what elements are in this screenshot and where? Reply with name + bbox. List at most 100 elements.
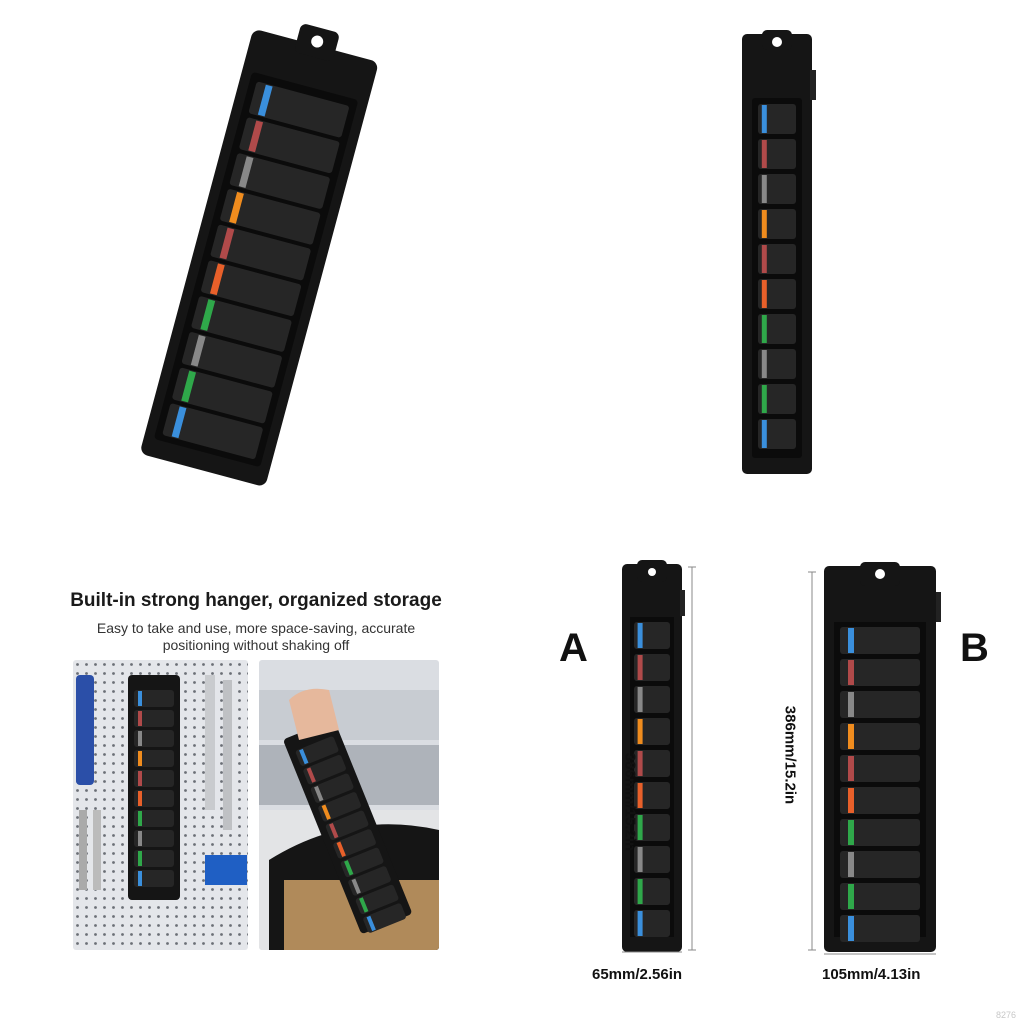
socket bbox=[758, 314, 796, 344]
socket bbox=[840, 819, 920, 846]
variant-b-letter: B bbox=[960, 626, 989, 670]
socket bbox=[634, 750, 670, 777]
socket bbox=[758, 244, 796, 274]
socket bbox=[840, 723, 920, 750]
socket bbox=[840, 691, 920, 718]
panel-upright-holder bbox=[512, 0, 1024, 512]
dimension-lines bbox=[622, 566, 936, 955]
socket-color-ring bbox=[637, 687, 643, 712]
socket bbox=[634, 846, 670, 873]
wrench-handle bbox=[76, 675, 94, 785]
socket-holder-tray bbox=[141, 24, 378, 486]
socket-color-ring bbox=[299, 748, 309, 765]
socket-color-ring bbox=[359, 897, 369, 913]
socket bbox=[840, 659, 920, 686]
socket bbox=[840, 915, 920, 942]
socket-color-ring bbox=[138, 871, 142, 886]
socket bbox=[758, 419, 796, 449]
socket-color-ring bbox=[848, 724, 854, 749]
socket-color-ring bbox=[238, 156, 254, 188]
socket-color-ring bbox=[138, 831, 142, 846]
socket-color-ring bbox=[181, 370, 197, 403]
variant-a-letter: A bbox=[559, 626, 588, 670]
subline: Easy to take and use, more space-saving,… bbox=[96, 620, 416, 636]
variant-b-height-label: 386mm/15.2in bbox=[781, 705, 799, 805]
socket bbox=[162, 403, 263, 459]
socket-color-ring bbox=[637, 815, 643, 840]
socket bbox=[134, 790, 174, 807]
socket-color-ring bbox=[366, 915, 376, 932]
socket-color-ring bbox=[761, 245, 767, 273]
socket-color-ring bbox=[637, 655, 643, 680]
socket-color-ring bbox=[761, 140, 767, 168]
variant-a-height-label: 386mm/15.2in bbox=[621, 752, 639, 852]
socket-color-ring bbox=[761, 280, 767, 308]
socket bbox=[134, 870, 174, 887]
socket-color-ring bbox=[257, 84, 273, 117]
socket-color-ring bbox=[344, 860, 354, 876]
panel-dimensions: A B bbox=[512, 512, 1024, 1024]
socket bbox=[201, 260, 302, 317]
socket bbox=[172, 367, 273, 424]
socket-color-ring bbox=[209, 263, 225, 296]
dimension-drawing bbox=[622, 560, 941, 955]
tilted-holder-illustration bbox=[141, 24, 378, 486]
socket-color-ring bbox=[848, 660, 854, 685]
pegboard-photo bbox=[73, 660, 248, 950]
panel-hanger-storage: Built-in strong hanger, organized storag… bbox=[0, 512, 512, 1024]
socket-color-ring bbox=[848, 692, 854, 717]
socket bbox=[134, 730, 174, 747]
socket-group bbox=[162, 81, 349, 459]
socket bbox=[634, 718, 670, 745]
socket-color-ring bbox=[229, 191, 244, 224]
socket bbox=[758, 104, 796, 134]
socket-color-ring bbox=[138, 691, 142, 706]
socket-color-ring bbox=[637, 719, 643, 744]
socket bbox=[840, 755, 920, 782]
socket bbox=[840, 851, 920, 878]
socket bbox=[840, 787, 920, 814]
socket-color-ring bbox=[848, 788, 854, 813]
socket-color-ring bbox=[219, 227, 235, 260]
headline: Built-in strong hanger, organized storag… bbox=[70, 590, 442, 611]
panel-tilted-holder bbox=[0, 0, 512, 512]
watermark: 8276 bbox=[995, 1010, 1016, 1020]
socket bbox=[758, 384, 796, 414]
socket bbox=[134, 750, 174, 767]
socket bbox=[248, 81, 349, 138]
socket-color-ring bbox=[761, 350, 767, 378]
socket bbox=[210, 224, 311, 281]
socket-color-ring bbox=[848, 884, 854, 909]
socket bbox=[181, 332, 282, 388]
socket bbox=[634, 814, 670, 841]
socket bbox=[191, 296, 292, 352]
socket bbox=[134, 810, 174, 827]
socket bbox=[239, 117, 340, 174]
socket-color-ring bbox=[138, 851, 142, 866]
hand bbox=[289, 688, 339, 740]
socket bbox=[634, 878, 670, 905]
socket bbox=[634, 622, 670, 649]
socket-color-ring bbox=[761, 175, 767, 203]
socket-color-ring bbox=[848, 916, 854, 941]
socket-color-ring bbox=[351, 878, 361, 895]
socket-color-ring bbox=[848, 852, 854, 877]
variant-b-width-label: 105mm/4.13in bbox=[822, 966, 921, 983]
socket-color-ring bbox=[190, 334, 206, 367]
socket bbox=[758, 174, 796, 204]
variant-a-holder bbox=[622, 560, 685, 952]
socket-color-ring bbox=[138, 731, 142, 746]
socket-color-ring bbox=[138, 791, 142, 806]
socket bbox=[758, 139, 796, 169]
socket-group bbox=[758, 104, 796, 449]
socket bbox=[634, 782, 670, 809]
socket-color-ring bbox=[329, 823, 339, 839]
socket bbox=[758, 349, 796, 379]
socket bbox=[634, 686, 670, 713]
socket-color-ring bbox=[637, 783, 643, 808]
socket-color-ring bbox=[138, 811, 142, 826]
socket bbox=[758, 209, 796, 239]
socket-color-ring bbox=[761, 315, 767, 343]
variant-a-width-label: 65mm/2.56in bbox=[592, 966, 683, 983]
socket bbox=[134, 770, 174, 787]
